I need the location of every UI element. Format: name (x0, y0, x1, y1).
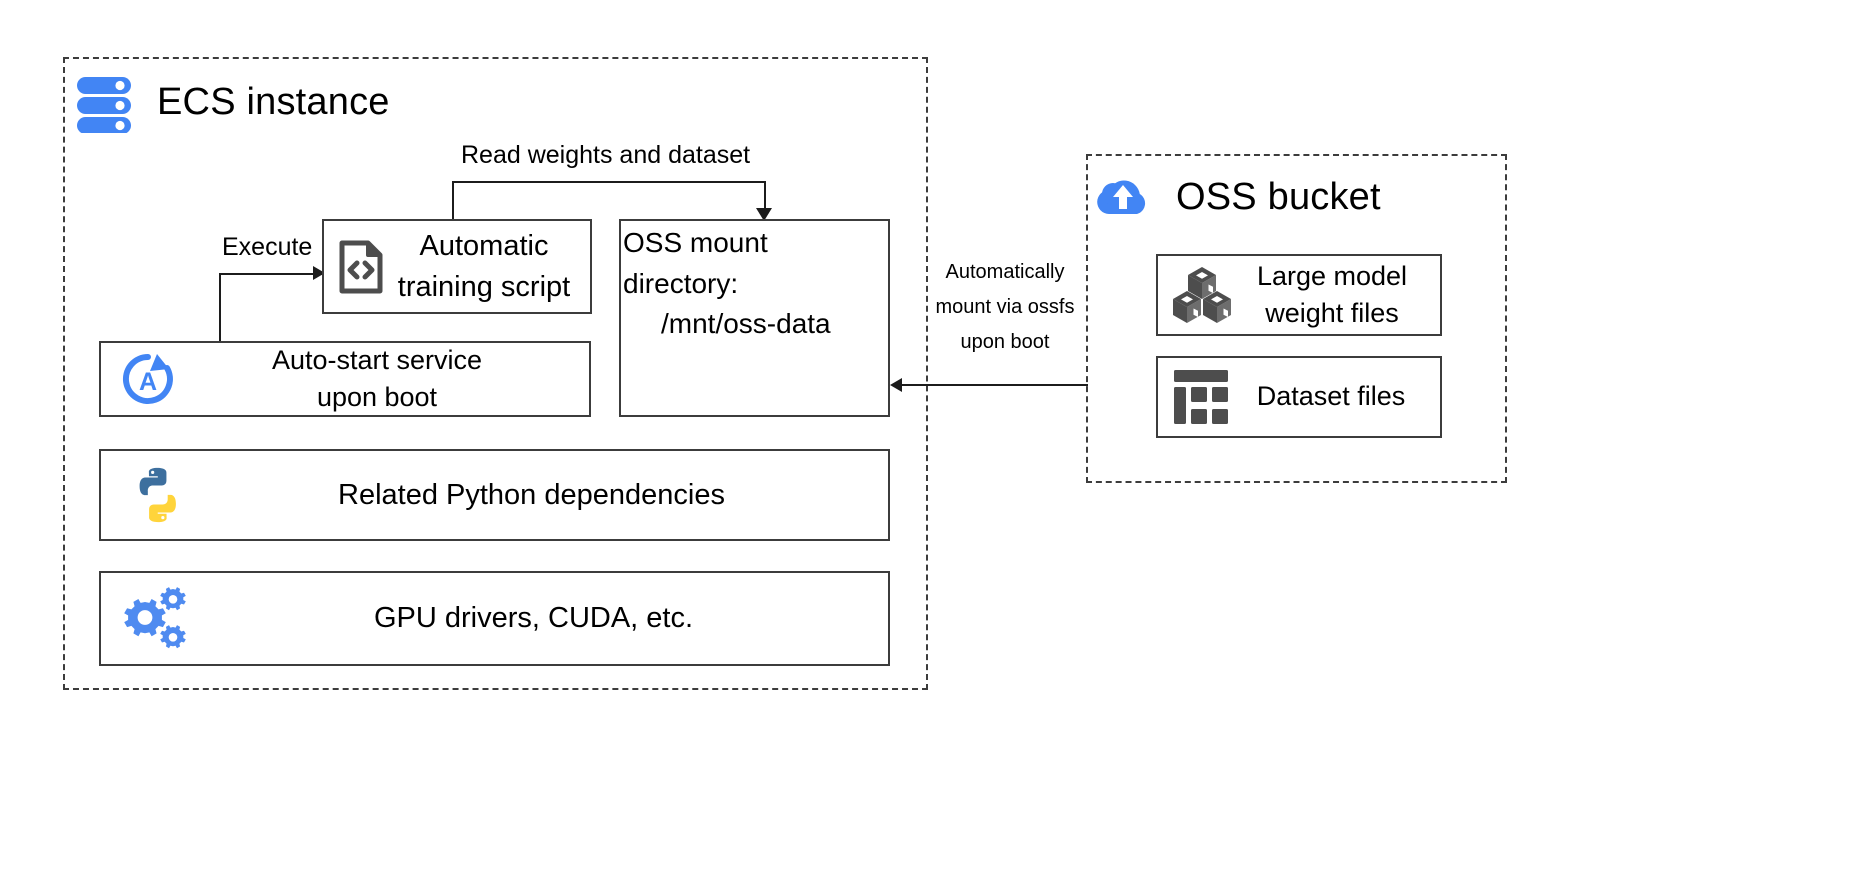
large-model-weight-files-label: Large model weight files (1256, 260, 1408, 328)
execute-edge-label: Execute (222, 233, 313, 261)
ossfs-mount-edge-arrowhead (890, 378, 902, 392)
oss-mount-directory-text: OSS mount directory: /mnt/oss-data (623, 223, 885, 345)
oss-mount-path: /mnt/oss-data (661, 308, 831, 340)
cloud-upload-icon (1092, 168, 1154, 226)
dataset-files-label: Dataset files (1256, 381, 1406, 412)
ossfs-mount-edge-label: Automatically mount via ossfs upon boot (935, 261, 1075, 353)
read-edge-arrowhead (756, 208, 772, 221)
read-weights-edge-label: Read weights and dataset (461, 141, 751, 169)
gears-icon (121, 584, 193, 654)
oss-bucket-group (1086, 154, 1507, 483)
read-edge-segment-across (452, 181, 766, 183)
server-stack-icon (73, 71, 135, 133)
read-edge-segment-down (764, 181, 766, 217)
execute-edge-segment-up (219, 273, 221, 342)
auto-start-service-box[interactable]: A Auto-start service upon boot (99, 341, 591, 417)
python-dependencies-box[interactable]: Related Python dependencies (99, 449, 890, 541)
gpu-drivers-box[interactable]: GPU drivers, CUDA, etc. (99, 571, 890, 666)
cubes-icon (1170, 264, 1234, 326)
oss-bucket-header: OSS bucket (1092, 168, 1381, 226)
auto-restart-icon: A (117, 348, 179, 410)
ecs-instance-group (63, 57, 928, 690)
python-icon (127, 464, 189, 526)
oss-bucket-title: OSS bucket (1176, 175, 1381, 218)
automatic-training-script-label: Automatic training script (397, 230, 571, 303)
oss-mount-directory-box[interactable] (619, 219, 890, 417)
gpu-drivers-label: GPU drivers, CUDA, etc. (373, 602, 694, 635)
large-model-weight-files-box[interactable]: Large model weight files (1156, 254, 1442, 336)
ecs-instance-title: ECS instance (157, 80, 390, 123)
table-grid-icon (1170, 367, 1232, 427)
execute-edge-segment-across (219, 273, 323, 275)
automatic-training-script-box[interactable]: Automatic training script (322, 219, 592, 314)
svg-text:A: A (139, 368, 157, 396)
auto-start-service-label: Auto-start service upon boot (271, 344, 483, 412)
oss-mount-title-line2: directory: (623, 267, 739, 299)
ossfs-mount-edge-segment (898, 384, 1088, 386)
ecs-instance-header: ECS instance (73, 71, 390, 133)
dataset-files-box[interactable]: Dataset files (1156, 356, 1442, 438)
read-edge-segment-up (452, 181, 454, 221)
oss-mount-title-line1: OSS mount (623, 227, 768, 258)
python-dependencies-label: Related Python dependencies (338, 478, 725, 511)
code-file-icon (332, 238, 390, 296)
